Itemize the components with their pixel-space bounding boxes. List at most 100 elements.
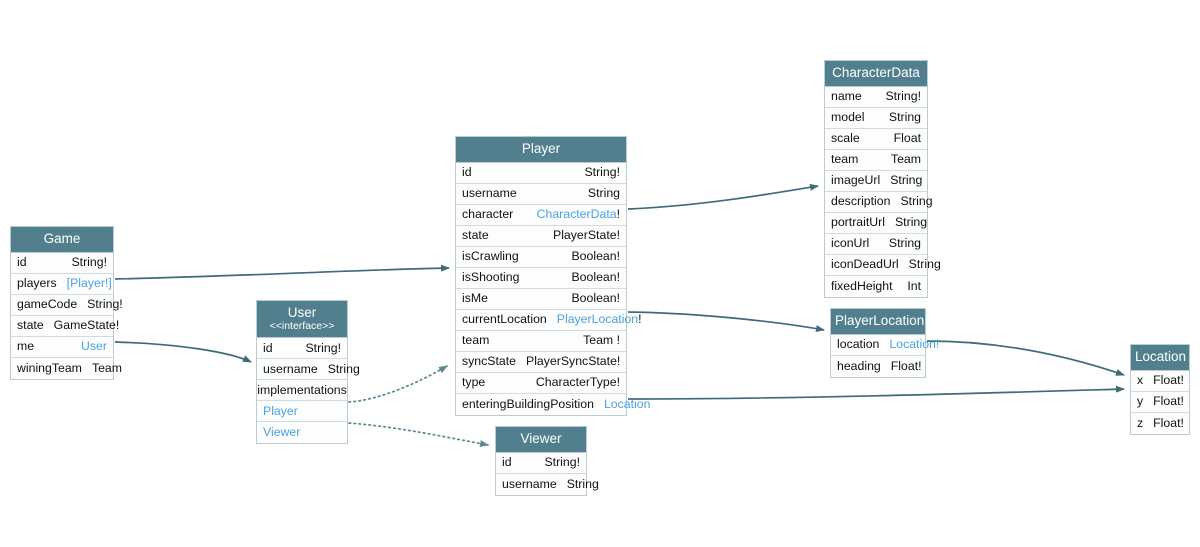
field-name: me xyxy=(17,339,35,354)
field-type: String! xyxy=(87,297,123,312)
field-type: Location! xyxy=(889,337,940,352)
field-type: Float! xyxy=(1153,394,1184,409)
field-type-nonnull: ! xyxy=(638,312,642,327)
entity-player-field-8[interactable]: team Team ! xyxy=(456,330,626,352)
entity-location-field-2[interactable]: z Float! xyxy=(1131,412,1189,434)
entity-title-text: Game xyxy=(43,231,81,246)
field-type: Boolean! xyxy=(571,291,620,306)
field-name: name xyxy=(831,89,862,104)
entity-title-text: Viewer xyxy=(520,431,562,446)
entity-characterdata-field-3[interactable]: team Team xyxy=(825,149,927,171)
field-name: scale xyxy=(831,131,860,146)
entity-title-text: PlayerLocation xyxy=(835,313,925,328)
field-type: String! xyxy=(305,340,341,355)
entity-characterdata-field-0[interactable]: name String! xyxy=(825,86,927,108)
field-type: String xyxy=(908,257,941,272)
field-type: CharacterData! xyxy=(537,207,620,221)
field-name: implementations xyxy=(257,382,347,397)
field-name: iconDeadUrl xyxy=(831,257,899,272)
field-name: isCrawling xyxy=(462,249,519,264)
entity-player-field-2[interactable]: character CharacterData! xyxy=(456,204,626,226)
entity-user-field-2[interactable]: implementations xyxy=(257,380,347,402)
field-type-ref: CharacterData xyxy=(536,207,617,222)
field-type: Team ! xyxy=(583,333,620,348)
entity-game-field-1[interactable]: players[Player!] xyxy=(11,273,113,295)
entity-player-title: Player xyxy=(456,137,626,163)
field-name: id xyxy=(462,165,472,180)
entity-user-field-4[interactable]: Viewer xyxy=(257,422,347,444)
field-name: type xyxy=(462,375,486,390)
entity-game-field-4[interactable]: me User xyxy=(11,336,113,358)
field-name: team xyxy=(462,333,490,348)
field-type: Team xyxy=(91,360,123,375)
field-type: String xyxy=(327,361,360,376)
field-name: team xyxy=(831,152,859,167)
entity-viewer-title: Viewer xyxy=(496,427,586,453)
field-name: z xyxy=(1137,415,1144,430)
field-type: Location xyxy=(603,396,651,411)
field-type: Float! xyxy=(1153,415,1184,430)
field-type: PlayerLocation! xyxy=(557,312,642,326)
entity-characterdata-field-8[interactable]: iconDeadUrl String xyxy=(825,254,941,276)
entity-stereotype: <<interface>> xyxy=(269,319,335,332)
entity-characterdata-title: CharacterData xyxy=(825,61,927,87)
field-type: String! xyxy=(885,89,921,104)
field-name: x xyxy=(1137,373,1144,388)
entity-playerlocation-field-0[interactable]: location Location! xyxy=(831,334,939,356)
entity-title-text: CharacterData xyxy=(832,65,920,80)
field-name: Viewer xyxy=(263,425,301,440)
edge-player-currentlocation-to-playerlocation xyxy=(627,311,825,333)
field-name: character xyxy=(462,207,514,222)
entity-user-field-3[interactable]: Player xyxy=(257,401,347,423)
edge-game-me-to-user xyxy=(114,341,252,363)
field-type: Team xyxy=(890,152,921,167)
field-type: User xyxy=(81,339,107,354)
field-name: location xyxy=(837,337,880,352)
field-type: Int xyxy=(907,278,921,293)
field-type: Boolean! xyxy=(571,270,620,285)
field-name: y xyxy=(1137,394,1144,409)
entity-location-field-1[interactable]: y Float! xyxy=(1131,391,1189,413)
entity-user-title: User<<interface>> xyxy=(257,301,347,339)
field-name: id xyxy=(17,255,27,270)
field-name: Player xyxy=(263,403,298,418)
field-name: state xyxy=(462,228,489,243)
field-type: GameState! xyxy=(53,318,120,333)
